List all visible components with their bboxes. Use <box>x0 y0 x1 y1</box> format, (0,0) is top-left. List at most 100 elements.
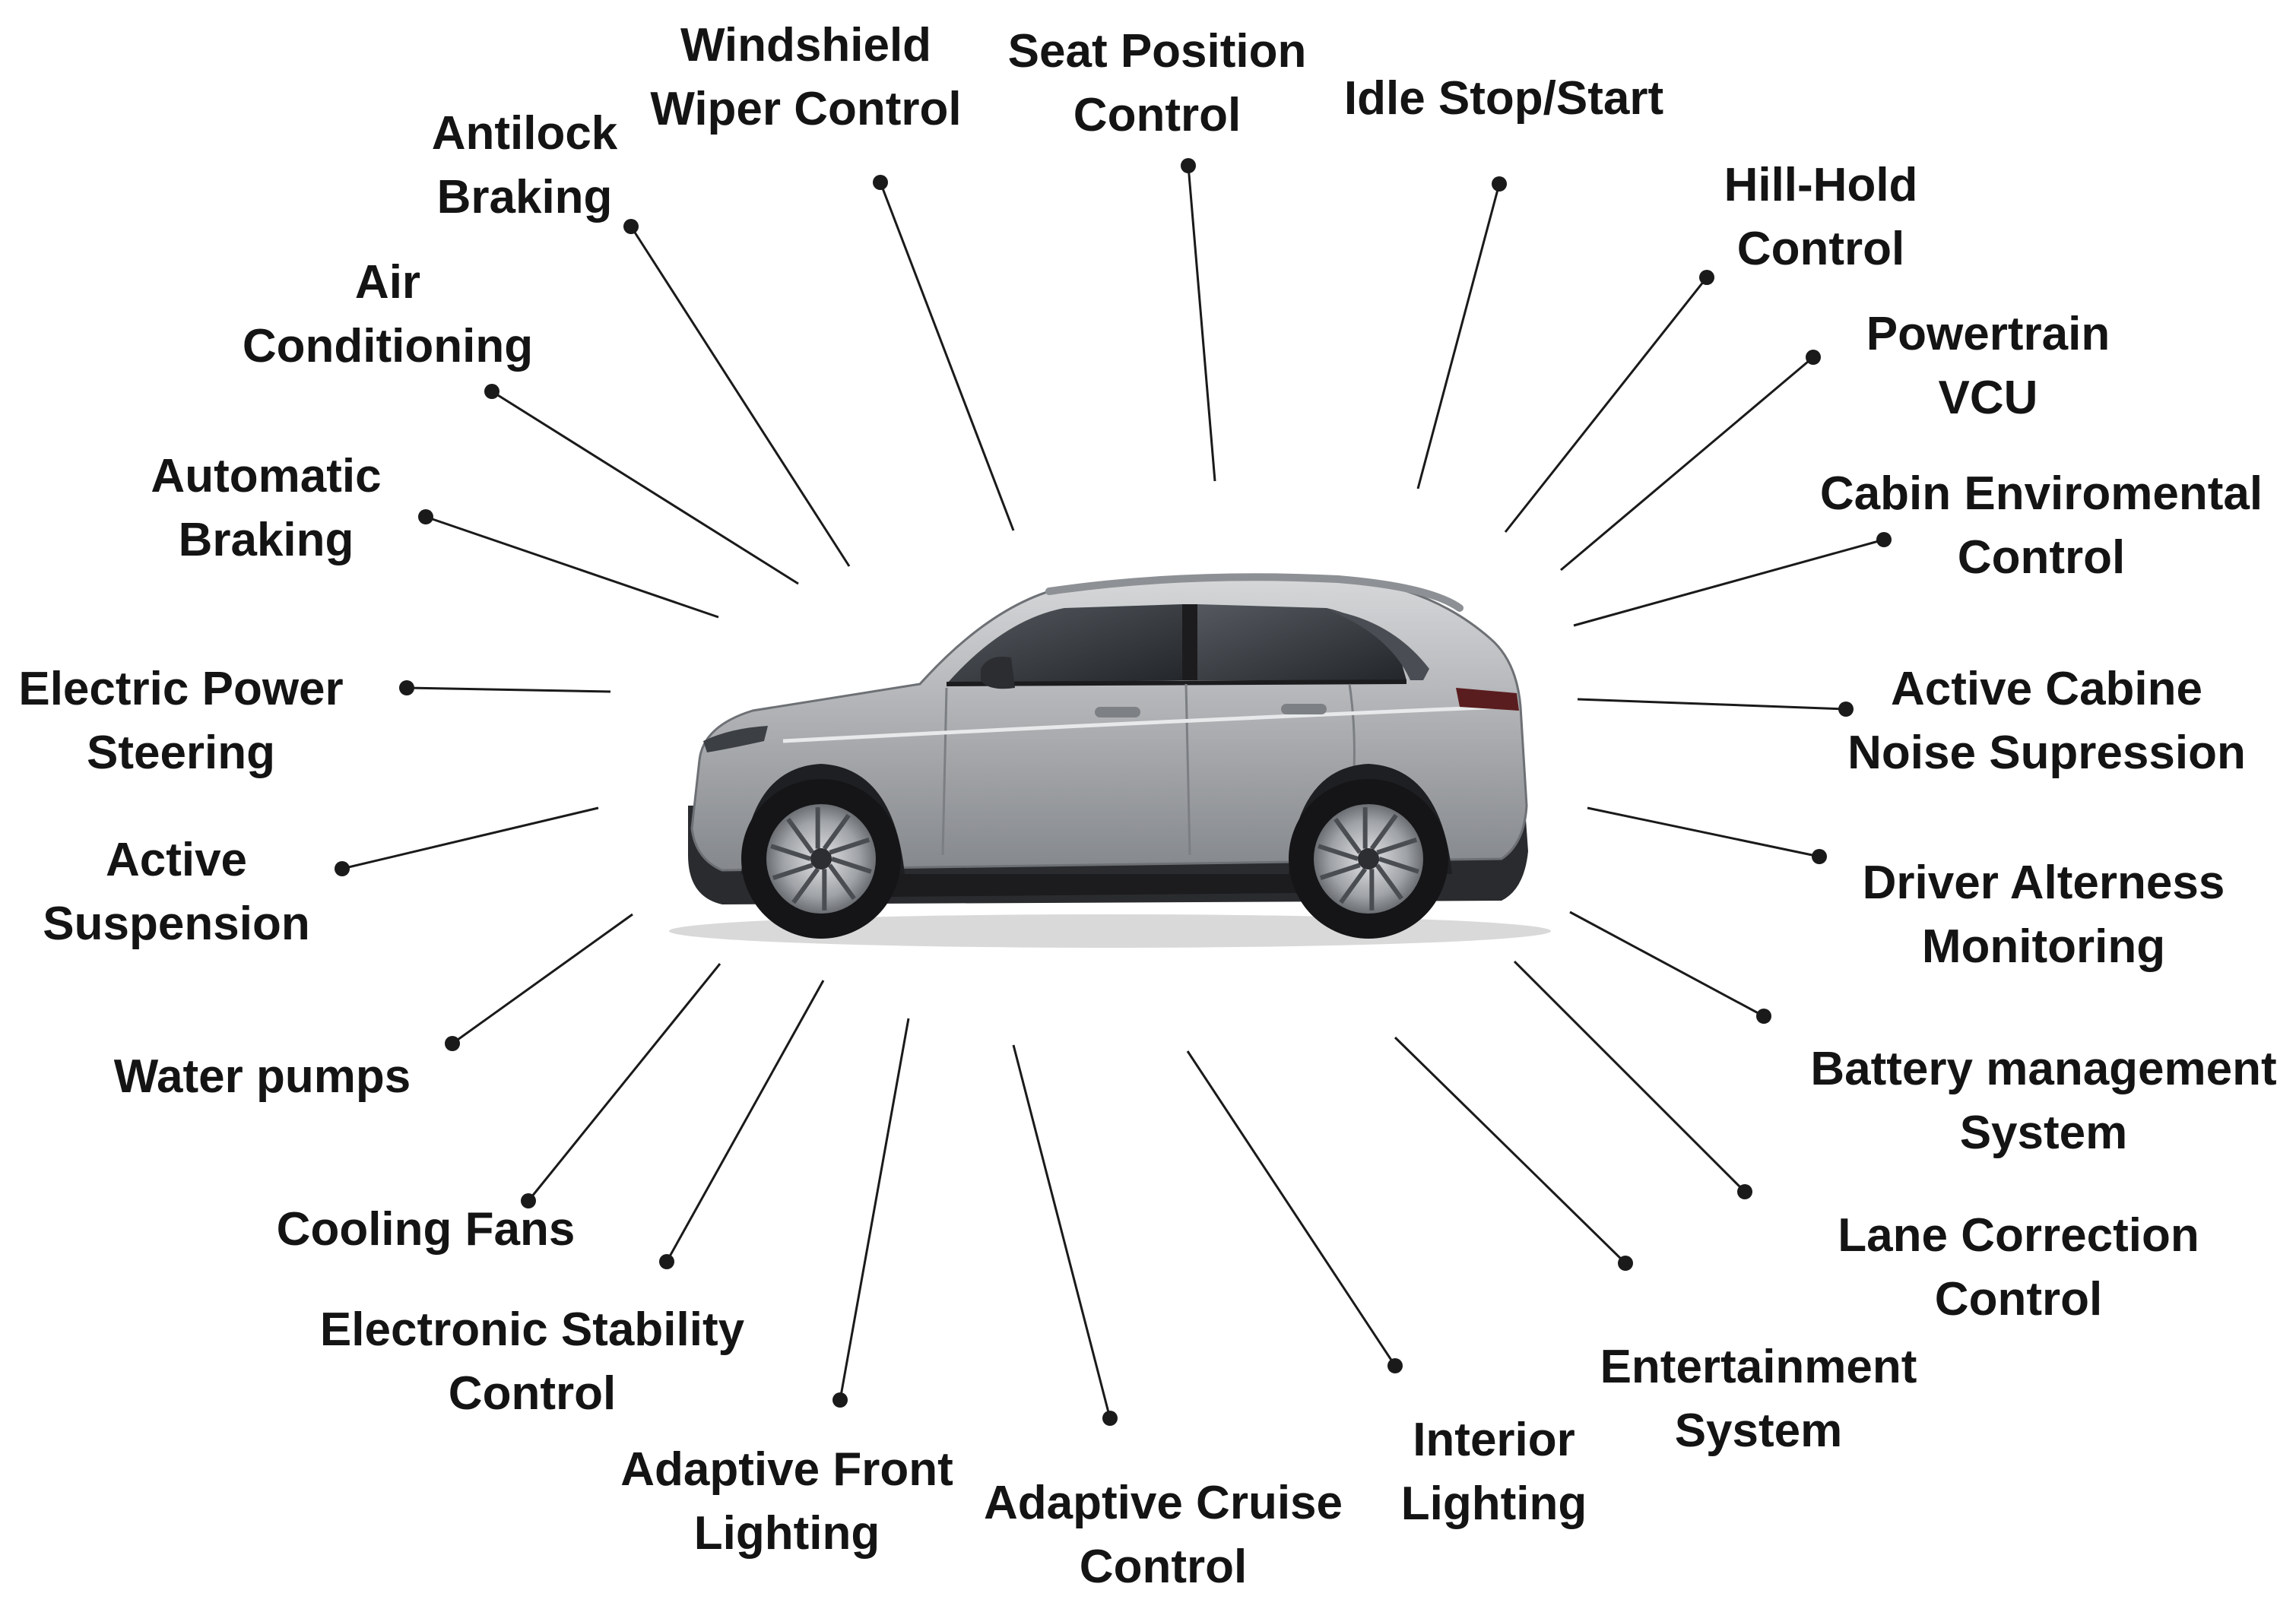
label-line: Control <box>1008 84 1307 147</box>
connector-dot-esc <box>659 1254 674 1269</box>
connector-dot-autobrake <box>418 509 433 524</box>
connector-line-afl <box>840 1018 909 1400</box>
label-line: Windshield <box>650 14 961 78</box>
connector-line-esc <box>667 980 823 1262</box>
label-line: Powertrain <box>1866 302 2110 366</box>
door-handle-front <box>1095 707 1140 717</box>
front-hub <box>810 848 832 869</box>
connector-line-idle <box>1418 184 1499 489</box>
label-line: Cabin Enviromental <box>1820 462 2263 526</box>
label-line: Adaptive Front <box>620 1438 953 1502</box>
connector-line-water <box>452 914 633 1044</box>
label-idle: Idle Stop/Start <box>1344 67 1663 131</box>
label-line: Wiper Control <box>650 78 961 141</box>
connector-dot-entertainment <box>1618 1256 1633 1271</box>
connector-line-driver <box>1587 808 1819 857</box>
label-line: System <box>1810 1101 2276 1165</box>
connector-line-interior <box>1188 1051 1395 1366</box>
connector-line-windshield <box>880 182 1013 531</box>
label-line: Control <box>1820 526 2263 590</box>
label-line: Antilock <box>432 102 618 166</box>
label-line: Control <box>320 1362 744 1426</box>
connector-dot-suspension <box>335 861 350 876</box>
label-line: Electric Power <box>18 657 343 721</box>
window-trim <box>947 682 1406 684</box>
connector-line-cooling <box>528 964 720 1201</box>
label-line: Air <box>243 251 533 315</box>
connector-line-entertainment <box>1395 1037 1625 1263</box>
label-line: Entertainment <box>1600 1335 1917 1399</box>
label-line: Lighting <box>1401 1472 1587 1536</box>
connector-dot-battery <box>1756 1009 1771 1024</box>
connector-dot-powertrain <box>1806 350 1821 365</box>
label-line: Cooling Fans <box>277 1198 576 1262</box>
label-line: Steering <box>18 721 343 785</box>
connector-dot-aircon <box>484 384 499 399</box>
label-line: System <box>1600 1399 1917 1463</box>
label-line: Lane Correction <box>1838 1204 2199 1268</box>
label-line: Driver Alterness <box>1863 851 2225 915</box>
label-line: Hill-Hold <box>1724 154 1918 217</box>
connector-dot-seat <box>1181 158 1196 173</box>
front-wheel <box>741 779 901 939</box>
label-line: Conditioning <box>243 315 533 378</box>
label-line: Electronic Stability <box>320 1298 744 1362</box>
connector-line-eps <box>407 688 610 692</box>
label-line: VCU <box>1866 366 2110 430</box>
connector-dot-water <box>445 1036 460 1051</box>
connector-line-seat <box>1188 166 1215 481</box>
connector-dot-lane <box>1737 1184 1752 1199</box>
label-line: Control <box>1724 217 1918 281</box>
side-skirt <box>890 874 1296 897</box>
label-line: Water pumps <box>114 1045 411 1109</box>
label-line: Seat Position <box>1008 20 1307 84</box>
label-line: Active Cabine <box>1847 657 2246 721</box>
connector-line-suspension <box>342 808 598 869</box>
connector-line-autobrake <box>426 517 718 617</box>
label-line: Braking <box>432 166 618 230</box>
connector-line-lane <box>1514 961 1745 1192</box>
b-pillar <box>1182 604 1197 680</box>
label-line: Suspension <box>43 892 309 956</box>
connector-dot-antilock <box>623 219 639 234</box>
connector-dot-windshield <box>873 175 888 190</box>
label-line: Monitoring <box>1863 915 2225 979</box>
label-line: Control <box>984 1535 1343 1599</box>
connector-dot-idle <box>1492 176 1507 192</box>
connector-dot-afl <box>832 1392 848 1408</box>
label-line: Automatic <box>151 445 381 508</box>
connector-line-noise <box>1578 699 1846 709</box>
label-line: Adaptive Cruise <box>984 1471 1343 1535</box>
connector-line-battery <box>1570 912 1764 1016</box>
label-line: Control <box>1838 1268 2199 1332</box>
rear-wheel <box>1289 779 1448 939</box>
label-line: Lighting <box>620 1502 953 1566</box>
connector-dot-driver <box>1812 849 1827 864</box>
rear-hub <box>1358 848 1379 869</box>
connector-dot-eps <box>399 680 414 695</box>
label-line: Battery management <box>1810 1037 2276 1101</box>
door-handle-rear <box>1281 704 1327 714</box>
connector-dot-hillhold <box>1699 270 1714 285</box>
label-line: Active <box>43 828 309 892</box>
connector-line-antilock <box>631 226 849 566</box>
